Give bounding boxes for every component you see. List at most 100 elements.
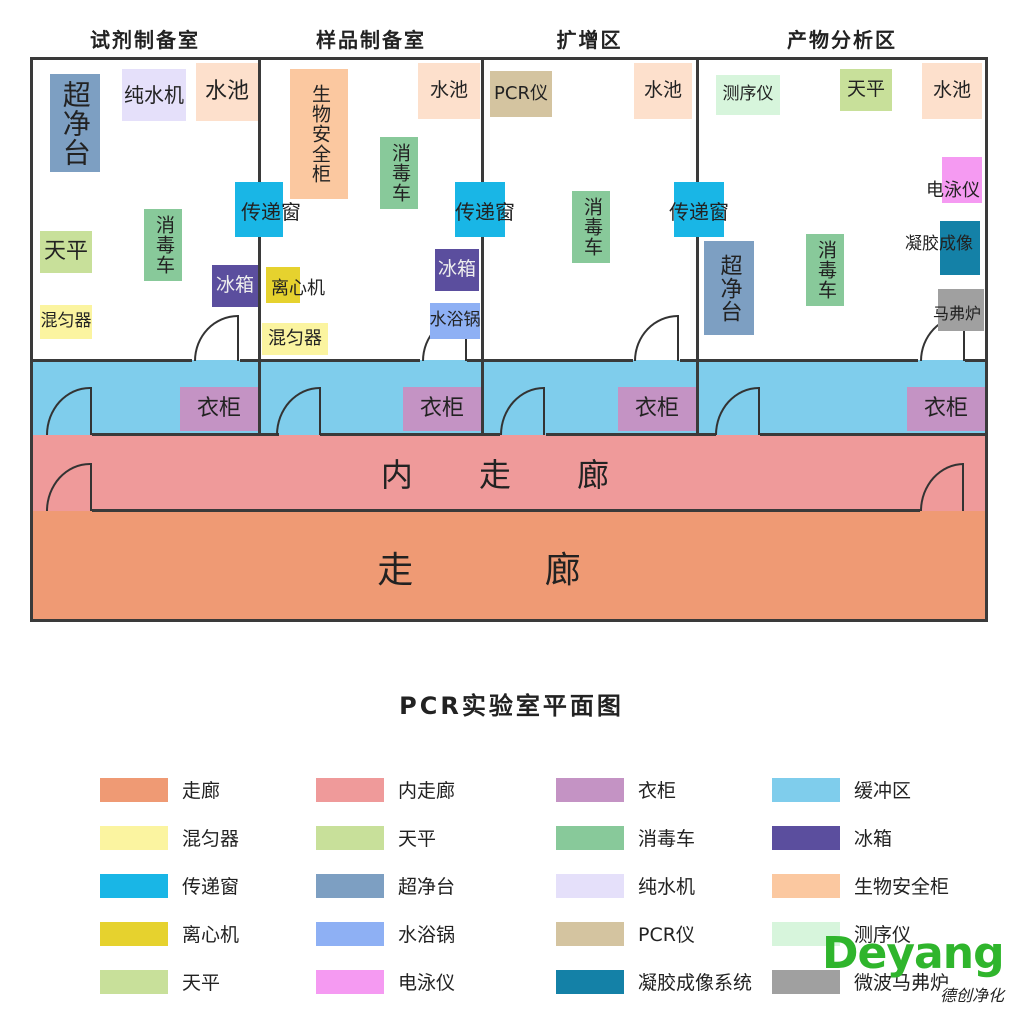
outer-corridor (30, 511, 988, 622)
wall-divider-1 (258, 57, 261, 435)
door-room-1[interactable] (194, 315, 238, 361)
vortex-mixer: 混匀器 (262, 323, 328, 355)
legend-item: 天平 (316, 824, 436, 851)
door-leaf (90, 463, 92, 511)
legend-item: 缓冲区 (772, 776, 911, 803)
brand-logo-subtext: 德创净化 (940, 986, 1005, 1005)
legend: 走廊 内走廊 衣柜 缓冲区 混匀器 天平 消毒车 冰箱 传递窗 超净台 纯水机 … (100, 770, 1000, 1000)
legend-swatch (556, 825, 624, 850)
legend-item: 传递窗 (100, 872, 239, 899)
legend-item: 混匀器 (100, 824, 239, 851)
wall-buffer-corridor (760, 433, 988, 436)
legend-swatch (316, 969, 384, 994)
legend-item: PCR仪 (556, 920, 695, 947)
door-leaf (963, 315, 965, 361)
disinfection-cart: 消毒车 (806, 234, 844, 306)
legend-label: PCR仪 (638, 924, 695, 946)
legend-item: 水浴锅 (316, 920, 455, 947)
pass-window-3: 传递窗 (669, 199, 729, 224)
legend-item: 测序仪 (772, 920, 911, 947)
legend-swatch (316, 921, 384, 946)
legend-item: 天平 (100, 968, 220, 995)
legend-swatch (316, 873, 384, 898)
legend-swatch (100, 921, 168, 946)
door-leaf (677, 315, 679, 361)
door-leaf (90, 387, 92, 435)
vortex-mixer: 混匀器 (40, 305, 92, 339)
pass-window-box (674, 182, 724, 237)
legend-item: 超净台 (316, 872, 455, 899)
brand-logo: Deyang 德创净化 (818, 928, 1018, 1006)
wall-room-buffer (680, 359, 918, 362)
legend-label: 消毒车 (638, 828, 696, 850)
wall-inner-outer (92, 509, 920, 512)
legend-label: 离心机 (182, 924, 240, 946)
inner-corridor (30, 435, 988, 511)
legend-label: 凝胶成像系统 (638, 972, 753, 994)
fridge: 冰箱 (435, 249, 479, 291)
legend-swatch (556, 777, 624, 802)
legend-item: 消毒车 (556, 824, 695, 851)
room-title-amplification: 扩增区 (556, 28, 623, 52)
legend-swatch (772, 921, 840, 946)
legend-item: 微波马弗炉 (772, 968, 949, 995)
wall-buffer-corridor (320, 433, 500, 436)
wardrobe-3: 衣柜 (618, 387, 696, 431)
wall-left (30, 57, 33, 622)
legend-item: 凝胶成像系统 (556, 968, 752, 995)
wall-right (985, 57, 988, 622)
wardrobe-2: 衣柜 (403, 387, 481, 431)
wall-top (30, 57, 988, 60)
legend-item: 走廊 (100, 776, 220, 803)
legend-item: 内走廊 (316, 776, 455, 803)
legend-item: 离心机 (100, 920, 239, 947)
biosafety-cabinet: 生物安全柜 (290, 69, 348, 199)
electrophoresis: 电泳仪 (926, 179, 980, 201)
sink: 水池 (634, 63, 692, 119)
legend-label: 缓冲区 (854, 780, 912, 802)
balance: 天平 (40, 231, 92, 273)
door-room-3[interactable] (634, 315, 678, 361)
water-purifier: 纯水机 (122, 69, 186, 121)
room-title-analysis: 产物分析区 (787, 28, 897, 52)
legend-item: 电泳仪 (316, 968, 455, 995)
wardrobe-1: 衣柜 (180, 387, 258, 431)
legend-label: 生物安全柜 (854, 876, 950, 898)
floor-plan: 内 走 廊 走 廊 超净台 纯水机 水池 消毒车 天平 冰箱 混匀器 传递窗 生… (30, 57, 988, 622)
outer-corridor-label: 走 廊 (377, 549, 641, 591)
wall-room-buffer (467, 359, 633, 362)
sequencer: 测序仪 (716, 75, 780, 115)
legend-label: 天平 (398, 828, 437, 850)
legend-swatch (100, 825, 168, 850)
pass-window-1: 传递窗 (241, 199, 301, 224)
legend-label: 纯水机 (638, 876, 696, 898)
legend-label: 水浴锅 (398, 924, 456, 946)
clean-bench: 超净台 (50, 74, 100, 172)
fridge: 冰箱 (212, 265, 258, 307)
pass-window-box (235, 182, 283, 237)
legend-label: 测序仪 (854, 924, 912, 946)
disinfection-cart: 消毒车 (572, 191, 610, 263)
door-leaf (319, 387, 321, 435)
diagram-title: PCR实验室平面图 (399, 692, 624, 720)
wall-room-buffer (965, 359, 988, 362)
door-leaf (543, 387, 545, 435)
door-leaf (758, 387, 760, 435)
pcr-instrument: PCR仪 (490, 71, 552, 117)
wardrobe-4: 衣柜 (907, 387, 985, 431)
pass-window-2: 传递窗 (455, 199, 515, 224)
disinfection-cart: 消毒车 (380, 137, 418, 209)
legend-label: 传递窗 (182, 876, 240, 898)
legend-swatch (772, 777, 840, 802)
pass-window-box (455, 182, 505, 237)
brand-logo-text: Deyang (822, 928, 1005, 979)
legend-swatch (556, 873, 624, 898)
legend-label: 走廊 (182, 780, 221, 802)
wall-divider-2 (481, 57, 484, 435)
legend-label: 内走廊 (398, 780, 456, 802)
legend-swatch (100, 969, 168, 994)
door-leaf (962, 463, 964, 511)
electrophoresis-swatch (942, 157, 982, 203)
legend-item: 衣柜 (556, 776, 676, 803)
sink: 水池 (922, 63, 982, 119)
